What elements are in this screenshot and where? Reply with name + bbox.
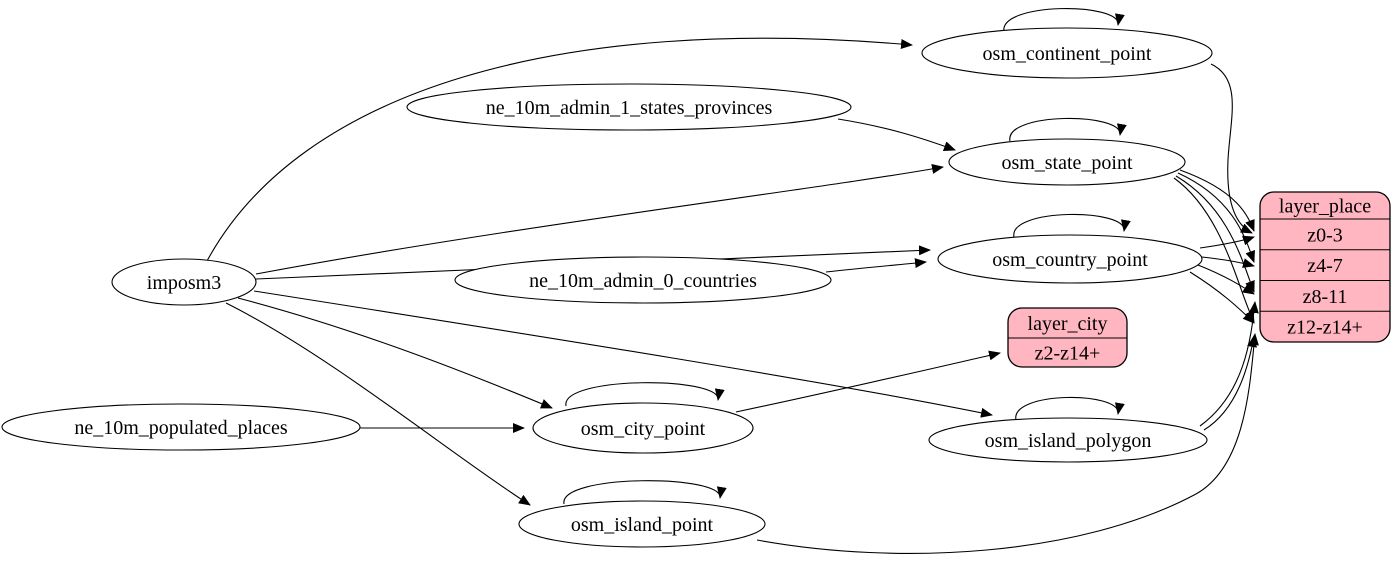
edge-osm_city_point-to-osm_city_point: [565, 382, 725, 407]
edge-osm_city_point-to-layer_city:z2-z14+: [735, 350, 1001, 413]
node-imposm3: imposm3: [111, 258, 257, 306]
imposm3-shape: [111, 258, 257, 306]
node-osm_state_point: osm_state_point: [948, 138, 1186, 186]
edge-ne_10m_admin_1_states_provinces-to-osm_state_point: [837, 118, 956, 151]
ne_10m_admin_1_states_provinces-label: ne_10m_admin_1_states_provinces: [486, 97, 773, 119]
osm_continent_point-label: osm_continent_point: [983, 43, 1152, 65]
edge-osm_island_polygon-to-layer_place:z12-z14+: [1203, 335, 1257, 431]
node-ne_10m_admin_0_countries: ne_10m_admin_0_countries: [454, 256, 832, 304]
edge-osm_country_point-to-osm_country_point: [1013, 213, 1131, 238]
edge-osm_state_point-to-layer_place:z12-z14+: [1173, 177, 1255, 323]
osm_country_point-label: osm_country_point: [992, 249, 1148, 271]
node-osm_continent_point: osm_continent_point: [921, 27, 1213, 79]
layer_city-header: layer_city: [1028, 313, 1108, 335]
edge-imposm3-to-osm_continent_point: [206, 37, 913, 262]
ne_10m_populated_places-shape: [1, 403, 361, 451]
osm_island_point-shape: [518, 500, 766, 548]
node-osm_country_point: osm_country_point: [937, 234, 1203, 284]
osm_island_polygon-label: osm_island_polygon: [985, 430, 1152, 452]
ne_10m_admin_0_countries-shape: [454, 256, 832, 304]
edge-osm_state_point-to-layer_place:z8-11: [1175, 175, 1255, 293]
edge-osm_country_point-to-layer_place:z0-3: [1199, 235, 1255, 249]
node-osm_island_polygon: osm_island_polygon: [928, 417, 1208, 463]
node-layer_city: layer_city z2-z14+: [1007, 307, 1128, 368]
edge-imposm3-to-osm_city_point: [237, 297, 553, 409]
node-osm_city_point: osm_city_point: [532, 402, 754, 454]
edge-osm_state_point-to-layer_place:z4-7: [1177, 172, 1255, 263]
edge-osm_continent_point-to-osm_continent_point: [1003, 8, 1125, 33]
edge-osm_country_point-to-layer_place:z8-11: [1197, 264, 1255, 295]
imposm3-label: imposm3: [147, 272, 221, 294]
edge-ne_10m_admin_0_countries-to-osm_country_point: [825, 258, 927, 273]
edge-osm_continent_point-to-layer_place:z0-3: [1210, 63, 1253, 234]
ne_10m_populated_places-label: ne_10m_populated_places: [74, 417, 287, 439]
edge-osm_country_point-to-layer_place:z12-z14+: [1189, 271, 1255, 324]
node-layer_place: layer_place z0-3 z4-7 z8-11 z12-z14+: [1259, 191, 1391, 343]
osm_island_point-label: osm_island_point: [571, 514, 714, 536]
edge-osm_island_point-to-osm_island_point: [563, 480, 727, 505]
layer_place-header: layer_place: [1279, 196, 1371, 218]
osm_continent_point-shape: [921, 27, 1213, 79]
osm_state_point-label: osm_state_point: [1001, 152, 1133, 174]
layer_place-row-z0-3: z0-3: [1307, 224, 1343, 246]
layer_place-row-z12-z14+: z12-z14+: [1287, 317, 1363, 339]
osm_island_polygon-shape: [928, 417, 1208, 463]
osm_city_point-shape: [532, 402, 754, 454]
edge-imposm3-to-osm_state_point: [255, 164, 944, 275]
layer_place-row-z4-7: z4-7: [1307, 255, 1343, 277]
osm_state_point-shape: [948, 138, 1186, 186]
layer_place-box: [1259, 191, 1391, 343]
edge-imposm3-to-osm_island_point: [225, 302, 531, 506]
ne_10m_admin_1_states_provinces-shape: [406, 83, 852, 131]
edge-osm_island_polygon-to-layer_place:z8-11: [1199, 301, 1259, 427]
edge-osm_island_polygon-to-osm_island_polygon: [1015, 396, 1125, 421]
osm_country_point-shape: [937, 234, 1203, 284]
edge-osm_state_point-to-osm_state_point: [1009, 117, 1127, 142]
node-osm_island_point: osm_island_point: [518, 500, 766, 548]
edge-osm_country_point-to-layer_place:z4-7: [1201, 256, 1255, 268]
layer_city-row-z2-z14+: z2-z14+: [1035, 343, 1101, 365]
ne_10m_admin_0_countries-label: ne_10m_admin_0_countries: [529, 270, 757, 292]
osm_city_point-label: osm_city_point: [581, 418, 706, 440]
edge-osm_state_point-to-layer_place:z0-3: [1179, 169, 1255, 232]
layer_place-row-z8-11: z8-11: [1303, 286, 1348, 308]
node-ne_10m_populated_places: ne_10m_populated_places: [1, 403, 361, 451]
node-ne_10m_admin_1_states_provinces: ne_10m_admin_1_states_provinces: [406, 83, 852, 131]
edge-osm_island_point-to-layer_place:z12-z14+: [756, 333, 1259, 554]
edge-imposm3-to-osm_island_polygon: [253, 290, 993, 418]
